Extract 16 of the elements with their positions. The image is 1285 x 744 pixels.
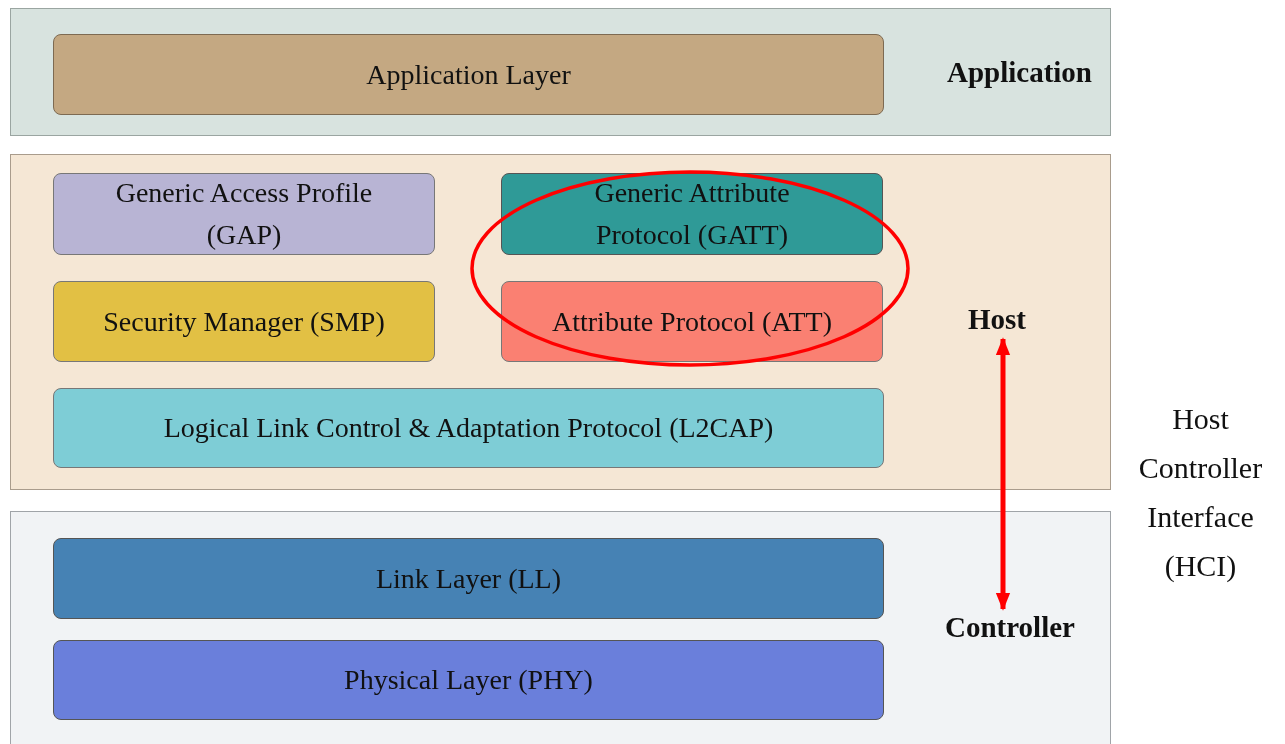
layer-band (10, 8, 1111, 136)
interface-label: Host Controller Interface (HCI) (1137, 401, 1264, 584)
protocol-box: Generic Attribute Protocol (GATT) (501, 173, 883, 255)
layer-heading: Application (946, 55, 1092, 90)
protocol-box: Security Manager (SMP) (53, 281, 435, 362)
layer-box: Physical Layer (PHY) (53, 640, 884, 720)
layer-band (10, 511, 1111, 744)
layer-heading: Host (950, 302, 1044, 338)
double-arrow (995, 337, 1011, 611)
protocol-box: Logical Link Control & Adaptation Protocol (L2CAP) (53, 388, 884, 468)
protocol-box: Generic Access Profile (GAP) (53, 173, 435, 255)
layer-box: Link Layer (LL) (53, 538, 884, 619)
layer-heading: Controller (922, 610, 1098, 646)
layer-band (10, 154, 1111, 490)
protocol-box: Attribute Protocol (ATT) (501, 281, 883, 362)
layer-box: Application Layer (53, 34, 884, 115)
